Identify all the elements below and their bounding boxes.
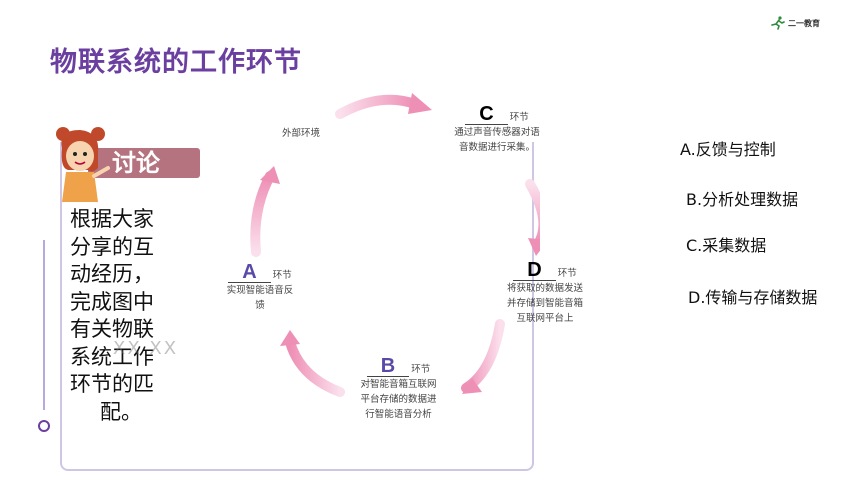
logo-text: 二一教育 [788, 18, 820, 28]
node-a-line: 馈 [255, 300, 265, 311]
option-c: C.采集数据 [686, 236, 767, 255]
node-d-line: 并存储到智能音箱 [506, 298, 583, 309]
arrow-left-head [260, 166, 280, 184]
node-a-line: 实现智能语音反 [226, 285, 294, 296]
prompt-line: 根据大家 [70, 207, 154, 231]
arrow-right [525, 179, 540, 249]
side-rule [43, 240, 45, 410]
arrow-bottom-left-head [280, 330, 300, 346]
external-env-label: 外部环境 [282, 128, 321, 139]
prompt-line: 系统工作 [70, 344, 154, 369]
content-frame [60, 142, 534, 471]
node-b-line: 行智能语音分析 [365, 409, 432, 420]
arrow-left [250, 171, 275, 257]
prompt-line: 配。 [100, 399, 142, 424]
node-b-letter: B [366, 356, 410, 377]
node-b-suffix: 环节 [411, 364, 431, 375]
arrow-top [335, 94, 420, 119]
option-a: A.反馈与控制 [680, 140, 776, 159]
prompt-line: 分享的互 [70, 234, 154, 259]
runner-icon [771, 16, 785, 30]
arrow-right-head [528, 238, 540, 256]
arrow-bottom-left [285, 337, 345, 397]
node-a-suffix: 环节 [272, 270, 292, 281]
side-dot [38, 420, 50, 432]
arrow-bottom-right-head [462, 378, 482, 394]
page-title: 物联系统的工作环节 [50, 47, 302, 78]
node-c-suffix: 环节 [509, 112, 529, 123]
watermark: XX XX [113, 338, 179, 359]
discuss-badge: 讨论 [88, 148, 200, 178]
arrow-top-head [408, 93, 432, 114]
girl-illustration [56, 127, 110, 202]
prompt-line: 环节的匹 [70, 372, 154, 396]
cycle-arrows [250, 93, 540, 397]
brand-logo: 二一教育 [770, 14, 830, 32]
prompt-line: 有关物联 [70, 317, 154, 341]
node-c-line: 通过声音传感器对语 [454, 127, 540, 138]
node-d-line: 将获取的数据发送 [506, 283, 583, 294]
option-d: D.传输与存储数据 [688, 288, 818, 307]
node-d-line: 互联网平台上 [516, 313, 574, 324]
node-c-letter: C [465, 104, 508, 125]
prompt-text: 根据大家 分享的互 动经历， 完成图中 有关物联 系统工作 环节的匹 配。 [70, 206, 180, 426]
discuss-label: 讨论 [112, 149, 160, 177]
node-d-suffix: 环节 [557, 268, 577, 279]
prompt-line: 动经历， [70, 262, 154, 286]
node-c-line: 音数据进行采集。 [458, 142, 535, 153]
node-b-line: 平台存储的数据进 [360, 394, 437, 405]
option-b: B.分析处理数据 [686, 190, 799, 209]
node-b-line: 对智能音箱互联网 [360, 379, 437, 390]
node-d-letter: D [513, 260, 556, 281]
prompt-line: 完成图中 [70, 289, 154, 314]
node-a-letter: A [228, 262, 271, 283]
arrow-bottom-right [461, 319, 505, 393]
